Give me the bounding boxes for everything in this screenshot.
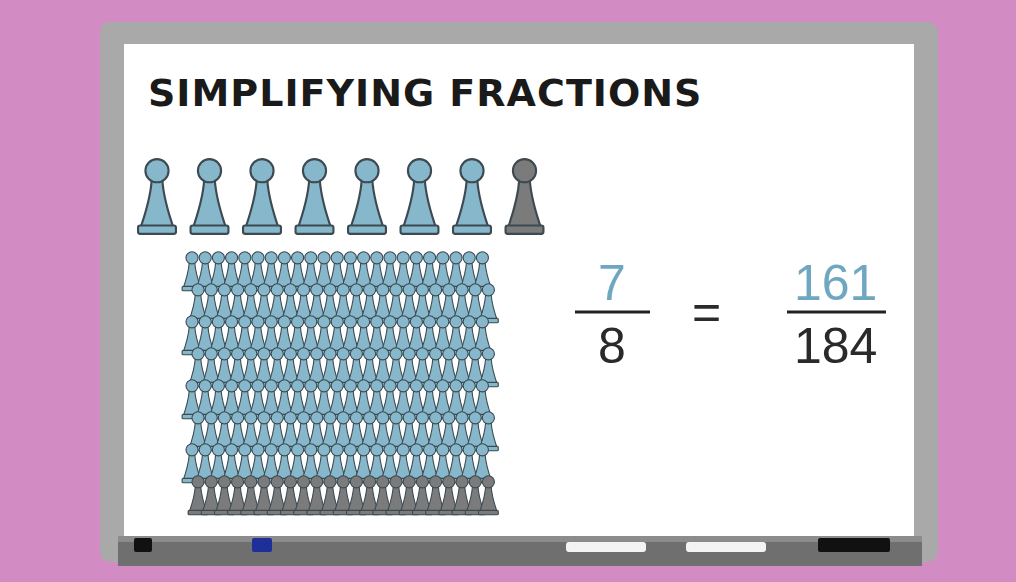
pawn-figure — [348, 159, 386, 234]
tray-lip — [118, 536, 922, 542]
board-surface — [124, 44, 914, 542]
pawn-figure — [506, 159, 544, 234]
marker-tray — [118, 536, 922, 566]
pawn-figure — [138, 159, 176, 234]
pawn-group — [138, 159, 543, 515]
pawn-figure — [243, 159, 281, 234]
black-marker — [818, 538, 890, 552]
board-title: SIMPLIFYING FRACTIONS — [148, 74, 702, 112]
pawn-figure — [479, 476, 499, 515]
pawn-figure — [296, 159, 334, 234]
equals-sign: = — [692, 287, 721, 337]
black-marker — [134, 538, 152, 552]
numerator: 7 — [598, 258, 626, 308]
pawn-figure — [401, 159, 439, 234]
blue-marker — [252, 538, 272, 552]
fraction-bar — [787, 311, 886, 314]
denominator: 8 — [598, 321, 626, 371]
board-frame — [100, 22, 938, 562]
pawn-figure — [453, 159, 491, 234]
eraser — [686, 542, 766, 552]
eraser — [566, 542, 646, 552]
fraction-bar — [575, 311, 650, 314]
numerator: 161 — [794, 258, 877, 308]
denominator: 184 — [794, 321, 877, 371]
pawn-figure — [191, 159, 229, 234]
